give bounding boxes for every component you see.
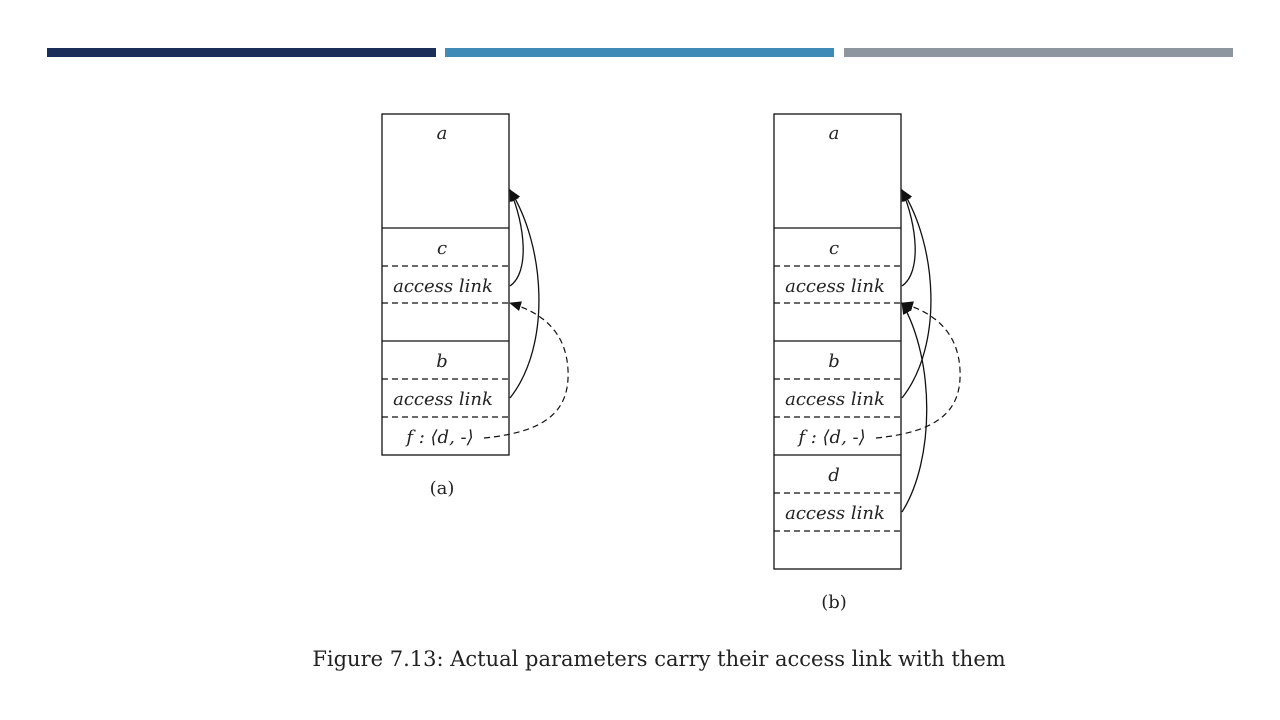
cell-f-param: f : ⟨d, -⟩ [796,427,865,448]
cell-d-access-link: access link [785,503,885,524]
header-bar-gray [844,48,1233,57]
figure-caption: Figure 7.13: Actual parameters carry the… [312,647,1005,671]
arrow-b-access-to-a [509,189,540,399]
subfigure-a-label: (a) [430,478,455,499]
cell-b-access-link: access link [393,389,493,410]
cell-f-param: f : ⟨d, -⟩ [404,427,473,448]
diagram-a: a c access link b access link f : ⟨d, -⟩… [381,113,569,499]
cell-d-label: d [828,465,840,486]
diagram-b: a c access link b access link f : ⟨d, -⟩… [773,113,961,613]
cell-c-access-link: access link [785,276,885,297]
cell-a-label: a [437,123,448,144]
cell-a-label: a [829,123,840,144]
cell-c-label: c [437,238,447,259]
subfigure-b-label: (b) [821,592,847,613]
arrow-b-access-to-a [901,189,932,399]
arrow-c-access-to-a [901,189,916,287]
cell-c-label: c [829,238,839,259]
stack-a-outline [381,113,510,456]
arrow-f-dashed-to-c [483,301,569,439]
arrow-f-dashed-to-c [875,301,961,439]
arrow-c-access-to-a [509,189,524,287]
cell-b-label: b [828,351,840,372]
header-bar-blue [445,48,834,57]
cell-b-label: b [436,351,448,372]
cell-b-access-link: access link [785,389,885,410]
cell-c-access-link: access link [393,276,493,297]
arrow-d-access-to-c [901,302,928,513]
header-bar-navy [47,48,436,57]
